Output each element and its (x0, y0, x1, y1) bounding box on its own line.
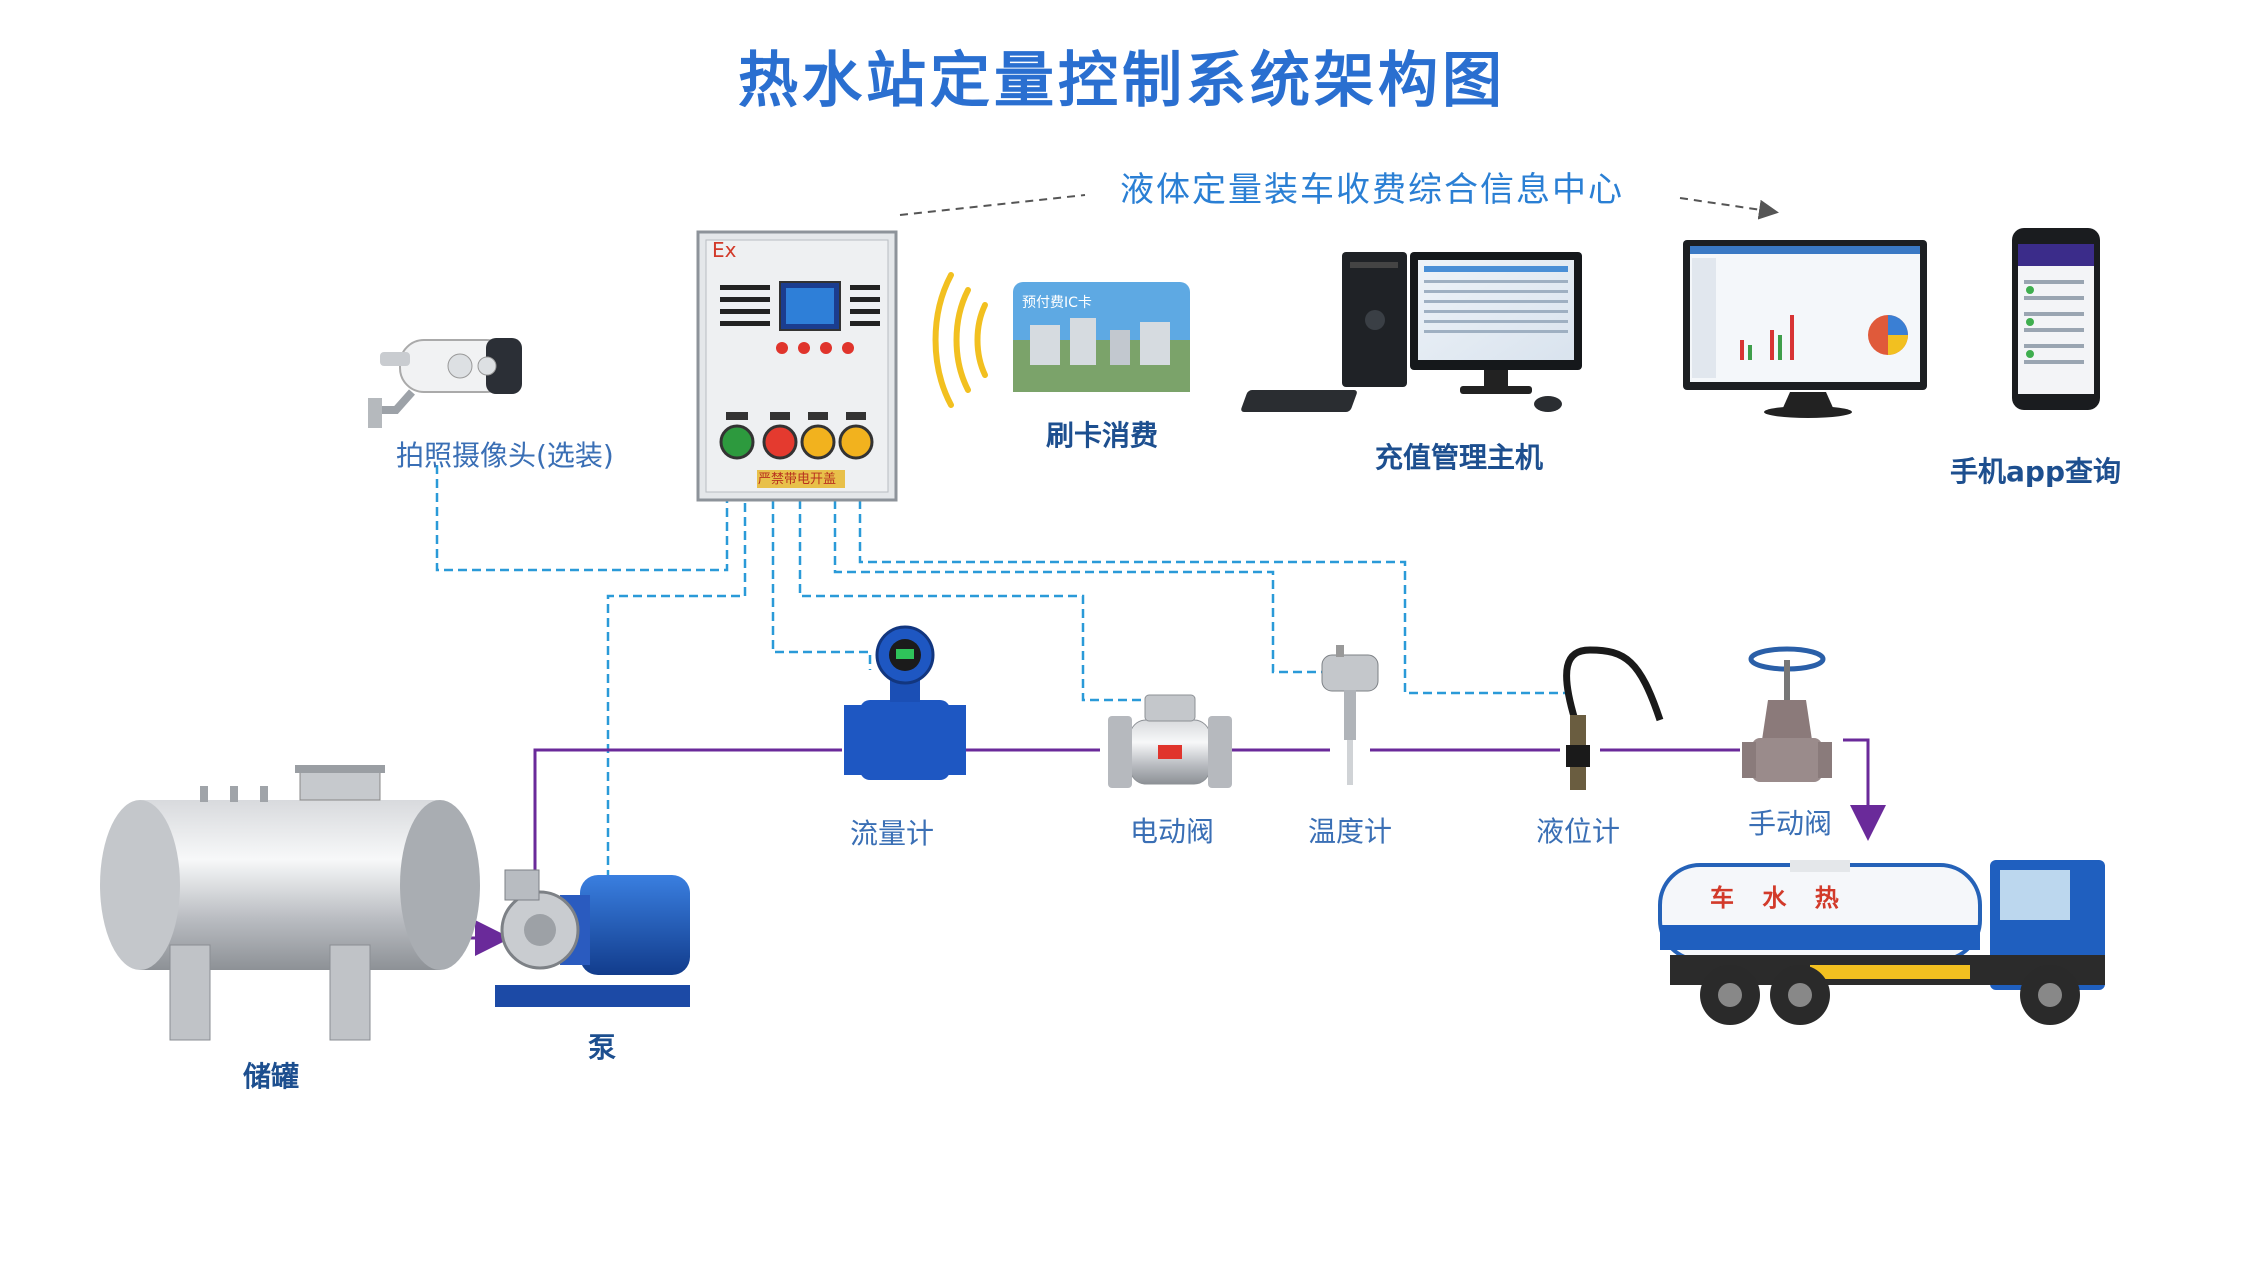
flowmeter-icon (844, 627, 966, 780)
wireless-signal-icon (936, 275, 985, 405)
pc-host-icon (1240, 252, 1582, 412)
signal-level-gauge (860, 500, 1565, 693)
control-panel-icon (698, 232, 896, 500)
signal-flowmeter (773, 500, 870, 670)
flowmeter-label: 流量计 (850, 812, 934, 852)
host-label: 充值管理主机 (1375, 436, 1543, 476)
pump-icon (495, 870, 690, 1007)
level-gauge-label: 液位计 (1536, 810, 1620, 850)
pump-label: 泵 (588, 1026, 616, 1066)
pipe-to-truck (1843, 740, 1868, 835)
storage-tank-icon (100, 765, 480, 1040)
card-label: 刷卡消费 (1046, 414, 1158, 454)
signal-electric-valve (800, 500, 1150, 700)
phone-icon (2012, 228, 2100, 410)
level-gauge-icon (1566, 650, 1660, 790)
tank-label: 储罐 (243, 1055, 299, 1095)
electric-valve-icon (1108, 695, 1232, 788)
monitor-icon (1683, 240, 1927, 418)
info-center-link-right (1680, 198, 1775, 212)
electric-valve-label: 电动阀 (1130, 810, 1214, 850)
truck-text: 车 水 热 (1710, 878, 1849, 913)
panel-warning-label: 严禁带电开盖 (758, 468, 836, 487)
pipe-pump-flowmeter (535, 750, 842, 890)
panel-ex-mark: Ex (712, 238, 736, 262)
thermometer-label: 温度计 (1308, 810, 1392, 850)
signal-lines (437, 465, 1565, 935)
manual-valve-label: 手动阀 (1748, 802, 1832, 842)
signal-pump (608, 500, 745, 935)
app-label: 手机app查询 (1950, 450, 2121, 490)
signal-camera (437, 465, 727, 570)
manual-valve-icon (1742, 649, 1832, 782)
camera-icon (368, 338, 522, 428)
thermometer-icon (1322, 645, 1378, 785)
info-center-link-left (900, 195, 1085, 215)
ic-card-text: 预付费IC卡 (1022, 292, 1092, 312)
camera-label: 拍照摄像头(选装) (396, 434, 614, 474)
